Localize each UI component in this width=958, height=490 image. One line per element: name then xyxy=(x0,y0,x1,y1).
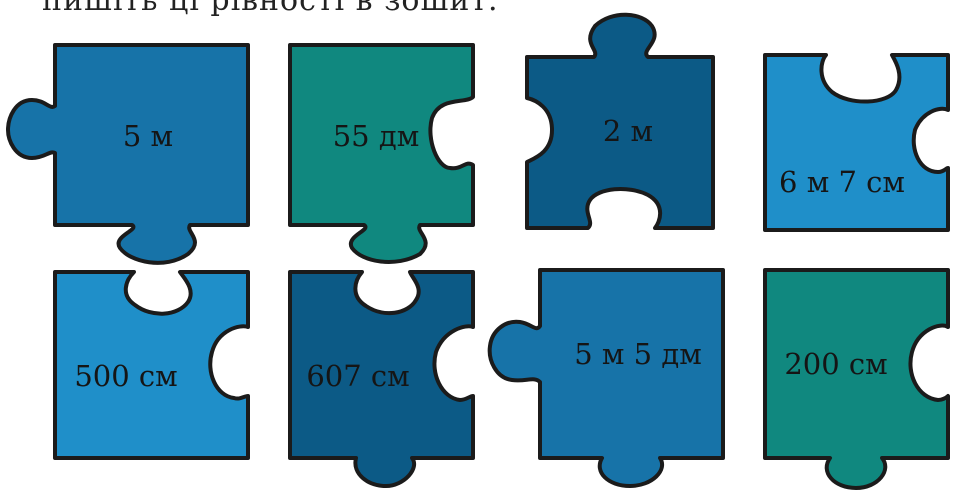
piece-label-6: 607 см xyxy=(306,359,409,393)
puzzle-piece-7[interactable]: 5 м 5 дм xyxy=(490,270,723,486)
puzzle-piece-5[interactable]: 500 см xyxy=(55,272,248,458)
piece-label-4: 6 м 7 см xyxy=(779,165,905,199)
puzzle-piece-6[interactable]: 607 см xyxy=(290,272,473,486)
puzzle-piece-2[interactable]: 55 дм xyxy=(290,45,473,262)
piece-label-3: 2 м xyxy=(603,114,653,148)
piece-label-8: 200 см xyxy=(784,347,887,381)
piece-label-1: 5 м xyxy=(123,119,173,153)
puzzle-piece-1[interactable]: 5 м xyxy=(8,45,248,263)
piece-shape-7 xyxy=(490,270,723,486)
piece-shape-2 xyxy=(290,45,473,262)
piece-label-2: 55 дм xyxy=(333,119,420,153)
piece-label-5: 500 см xyxy=(74,359,177,393)
piece-shape-4 xyxy=(765,55,948,230)
piece-shape-1 xyxy=(8,45,248,263)
puzzle-piece-3[interactable]: 2 м xyxy=(527,15,713,228)
puzzle-piece-4[interactable]: 6 м 7 см xyxy=(765,55,948,230)
puzzle-piece-8[interactable]: 200 см xyxy=(765,270,948,488)
piece-label-7: 5 м 5 дм xyxy=(574,337,702,371)
